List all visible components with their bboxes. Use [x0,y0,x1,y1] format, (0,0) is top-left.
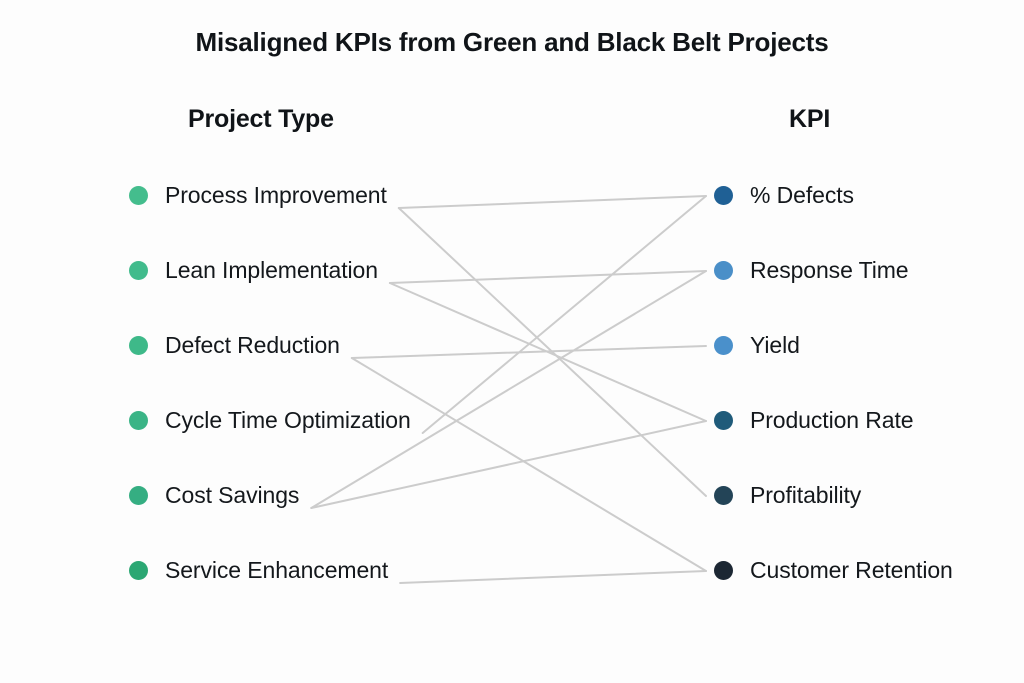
project-type-item-process-improvement[interactable]: Process Improvement [129,180,387,210]
kpi-item-response-time[interactable]: Response Time [714,255,909,285]
kpi-item-customer-retention[interactable]: Customer Retention [714,555,953,585]
link-defect-reduction-to-customer-retention [350,357,707,572]
project-type-item-cost-savings[interactable]: Cost Savings [129,480,299,510]
link-lean-implementation-to-production-rate [388,282,707,422]
kpi-label: Response Time [750,256,909,283]
node-dot-icon [129,185,148,205]
kpi-item-yield[interactable]: Yield [714,330,800,360]
node-dot-icon [129,260,148,280]
link-cost-savings-to-response-time [310,270,707,509]
node-dot-icon [129,410,148,430]
kpi-item-production-rate[interactable]: Production Rate [714,405,914,435]
link-process-improvement-to-defects [397,195,707,209]
column-header-kpi: KPI [789,105,831,133]
project-type-label: Service Enhancement [165,556,389,583]
project-type-label: Defect Reduction [165,331,340,358]
kpi-label: Production Rate [750,406,914,433]
project-type-label: Process Improvement [165,181,387,208]
node-dot-icon [714,485,733,505]
node-dot-icon [714,560,733,580]
node-dot-icon [714,335,733,355]
column-header-project-type: Project Type [188,105,334,133]
node-dot-icon [129,560,148,580]
project-type-item-defect-reduction[interactable]: Defect Reduction [129,330,340,360]
kpi-label: Profitability [750,481,862,508]
node-dot-icon [714,185,733,205]
kpi-label: % Defects [750,181,854,208]
link-defect-reduction-to-yield [350,345,707,359]
project-type-label: Lean Implementation [165,256,378,283]
node-dot-icon [129,485,148,505]
node-dot-icon [714,410,733,430]
link-service-enhancement-to-customer-retention [399,570,707,584]
link-lean-implementation-to-response-time [388,270,707,284]
kpi-label: Yield [750,331,800,358]
kpi-item-profitability[interactable]: Profitability [714,480,861,510]
node-dot-icon [129,335,148,355]
project-type-item-service-enhancement[interactable]: Service Enhancement [129,555,388,585]
link-cycle-time-optimization-to-defects [421,195,707,434]
kpi-label: Customer Retention [750,556,953,583]
project-type-item-cycle-time-optimization[interactable]: Cycle Time Optimization [129,405,411,435]
project-type-label: Cost Savings [165,481,300,508]
project-type-item-lean-implementation[interactable]: Lean Implementation [129,255,378,285]
node-dot-icon [714,260,733,280]
link-process-improvement-to-profitability [397,207,707,497]
kpi-item-defects[interactable]: % Defects [714,180,854,210]
project-type-label: Cycle Time Optimization [165,406,411,433]
page-title: Misaligned KPIs from Green and Black Bel… [195,27,829,57]
